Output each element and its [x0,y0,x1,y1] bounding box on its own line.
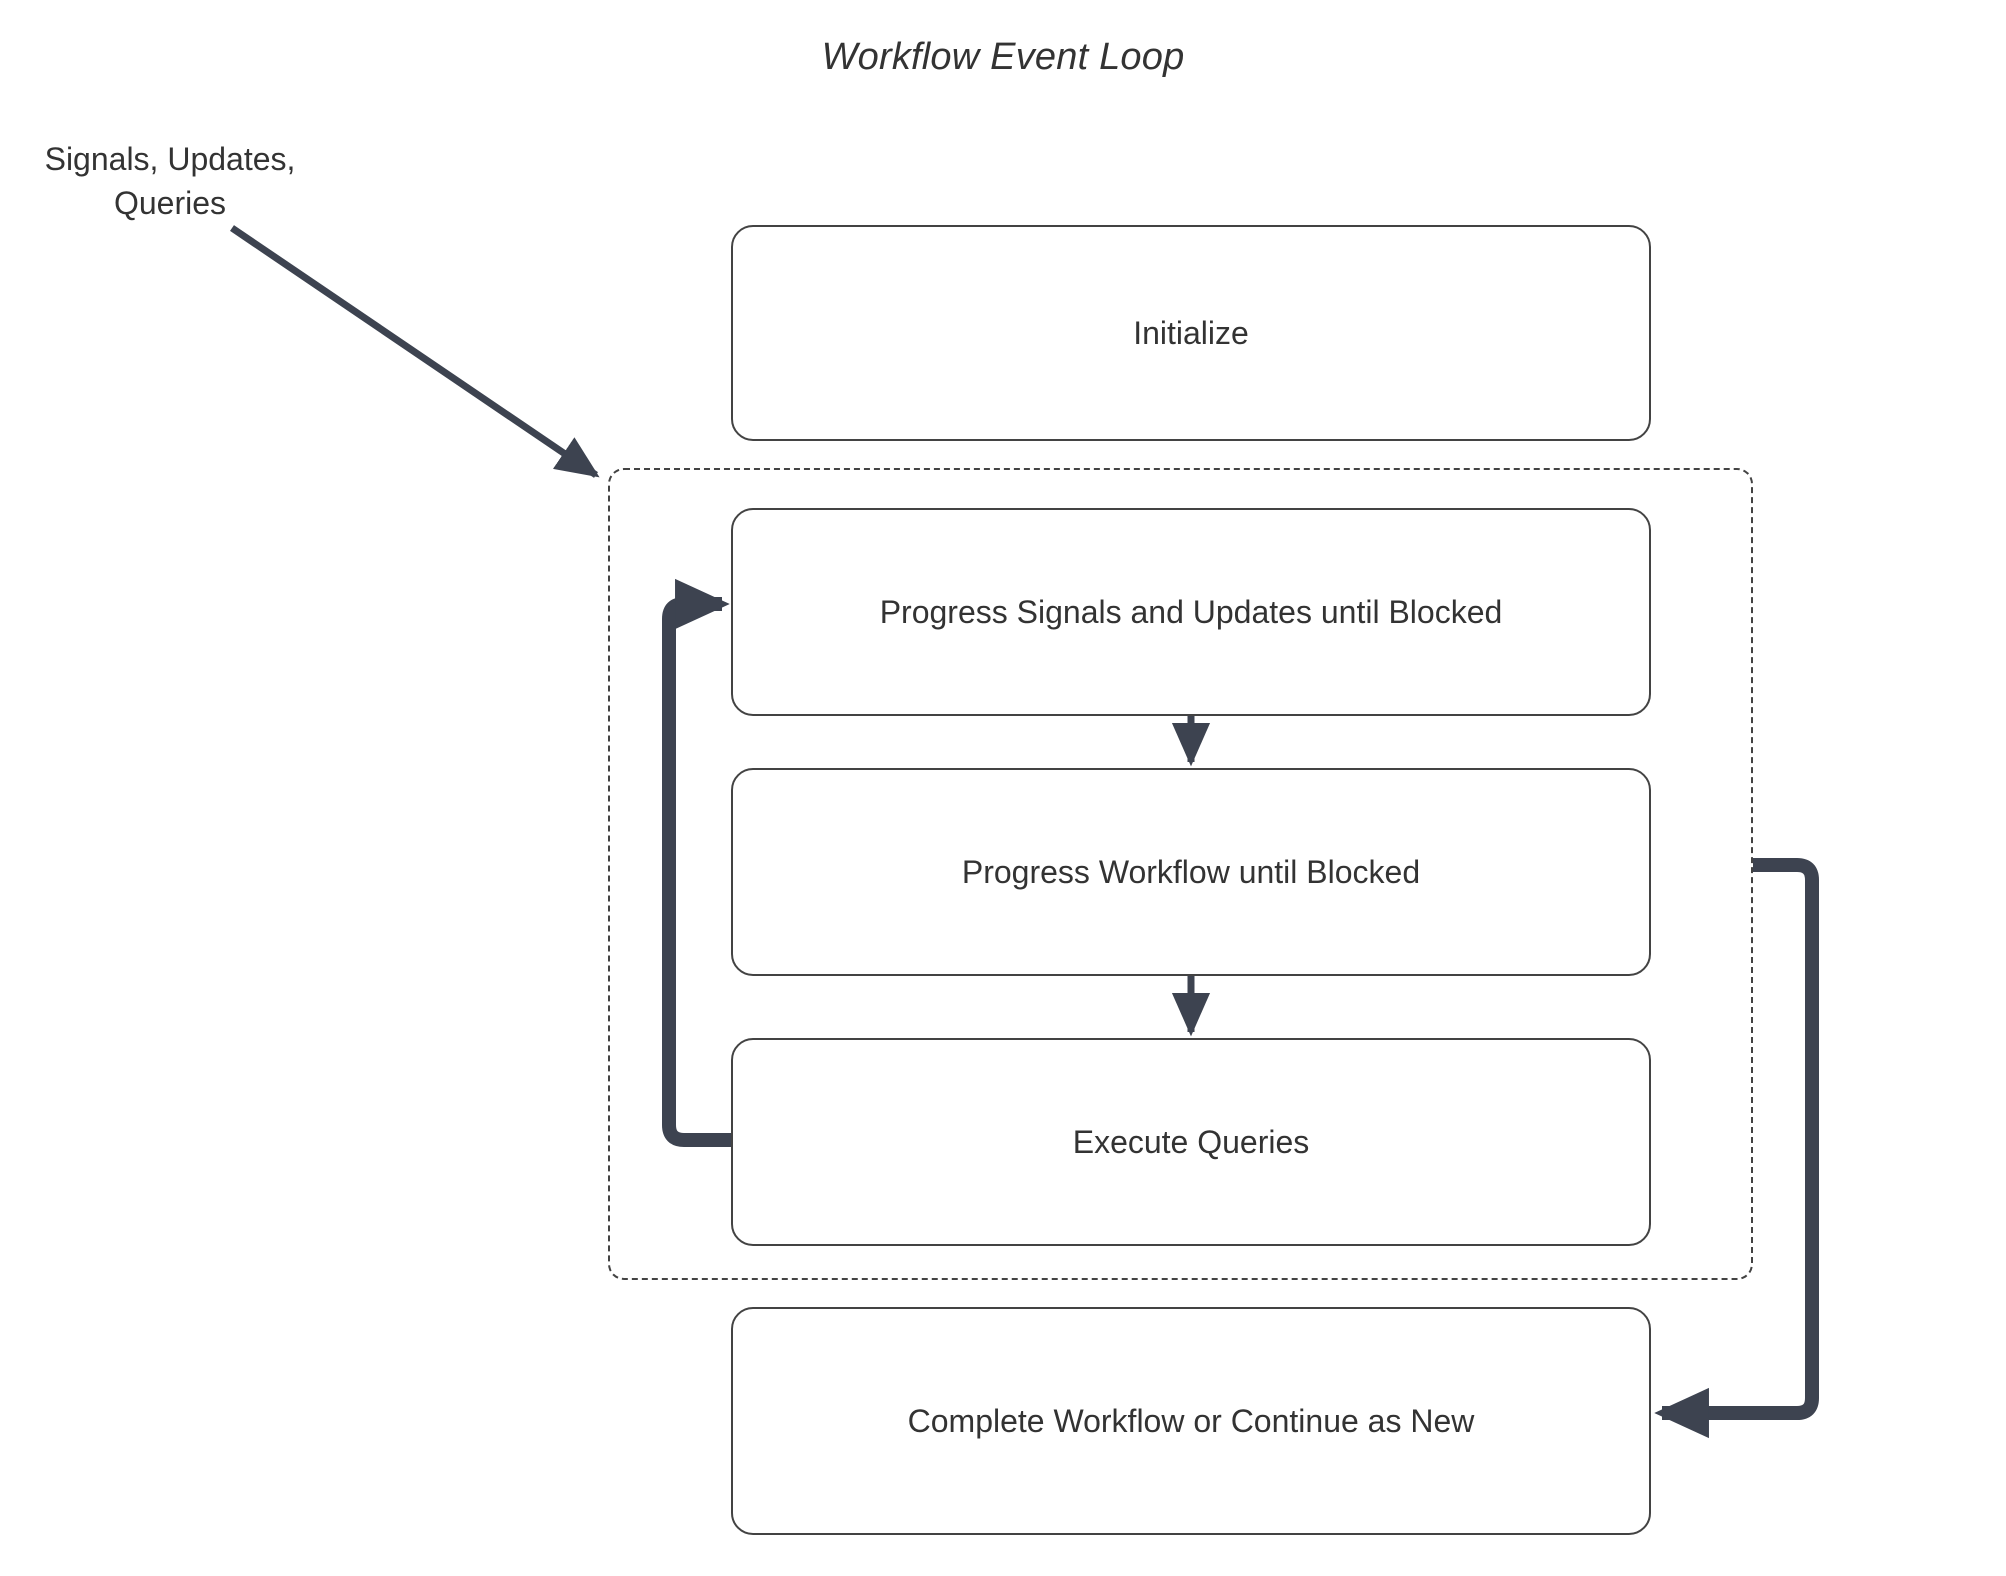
node-progress-signals-and-updates-until-blocked[interactable]: Progress Signals and Updates until Block… [731,508,1651,716]
node-initialize[interactable]: Initialize [731,225,1651,441]
node-progress-workflow-until-blocked[interactable]: Progress Workflow until Blocked [731,768,1651,976]
external-input-label: Signals, Updates, Queries [20,137,320,225]
edge-external-to-loop [230,225,600,478]
node-complete-workflow-or-continue-as-new[interactable]: Complete Workflow or Continue as New [731,1307,1651,1535]
external-input-label-line1: Signals, Updates, [44,141,296,177]
event-loop-group [608,468,1753,1280]
page-title: Workflow Event Loop [821,36,1185,78]
external-input-label-line2: Queries [113,185,227,221]
node-execute-queries[interactable]: Execute Queries [731,1038,1651,1246]
